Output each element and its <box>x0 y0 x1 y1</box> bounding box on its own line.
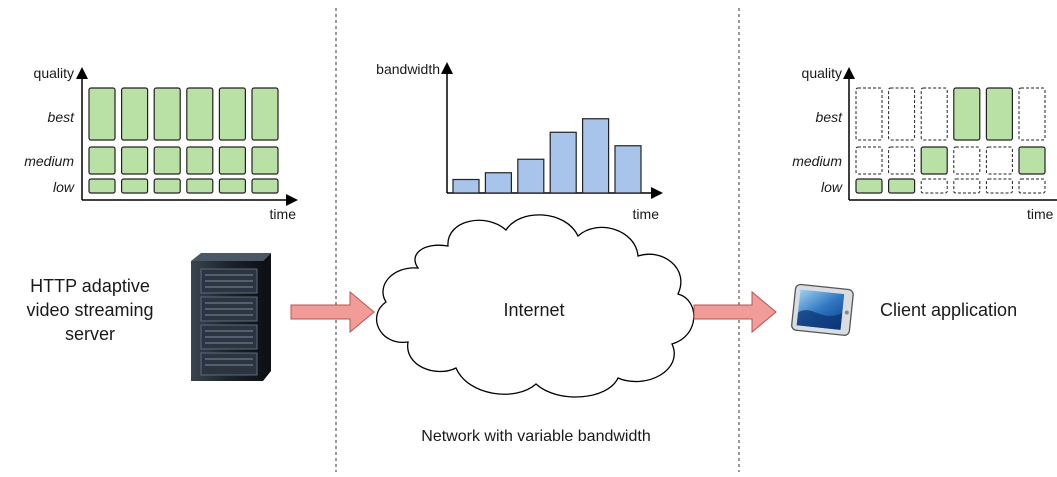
server-segment-4-medium <box>186 146 214 175</box>
client-segment-3-best-unused <box>920 87 948 141</box>
bandwidth-bar-2 <box>484 172 512 194</box>
server-rack-icon <box>191 253 271 381</box>
server-level-label-medium: medium <box>24 153 74 169</box>
network-bars <box>452 118 642 194</box>
client-segment-1-best-unused <box>855 87 883 141</box>
tablet-icon <box>791 283 854 336</box>
server-bars <box>88 87 279 194</box>
client-segment-2-best-unused <box>888 87 916 141</box>
server-segment-2-low <box>120 178 149 194</box>
client-segment-1-medium-unused <box>855 146 883 175</box>
server-segment-4-low <box>186 178 214 194</box>
internet-label: Internet <box>503 300 564 320</box>
bandwidth-bar-1 <box>452 178 480 194</box>
network-bandwidth-chart: bandwidth time <box>376 61 663 222</box>
server-quality-chart: quality time best medium low <box>24 65 298 222</box>
server-segment-1-best <box>88 87 116 141</box>
server-segment-6-low <box>251 178 279 194</box>
client-segment-5-medium-unused <box>985 146 1013 175</box>
server-segment-1-medium <box>88 146 116 175</box>
server-segment-4-best <box>186 87 214 141</box>
client-segment-4-medium-unused <box>953 146 981 175</box>
client-segment-2-low-selected <box>887 178 916 194</box>
server-segment-5-low <box>218 178 246 194</box>
arrow-network-to-client <box>693 290 777 334</box>
bandwidth-bar-6 <box>614 145 642 194</box>
client-segment-2-medium-unused <box>888 146 916 175</box>
bandwidth-bar-3 <box>517 158 545 194</box>
client-segment-5-low-unused <box>985 178 1013 194</box>
bandwidth-bar-4 <box>549 131 577 194</box>
client-segment-4-low-unused <box>953 178 981 194</box>
server-segment-3-low <box>153 178 181 194</box>
bandwidth-bar-5 <box>581 118 610 194</box>
network-caption: Network with variable bandwidth <box>421 428 650 445</box>
server-segment-6-best <box>251 87 279 141</box>
client-segment-3-medium-selected <box>920 146 948 175</box>
server-level-label-best: best <box>48 109 76 125</box>
server-segment-1-low <box>88 178 116 194</box>
server-x-axis-label: time <box>270 206 297 222</box>
client-segment-6-low-unused <box>1018 178 1046 194</box>
network-y-axis-label: bandwidth <box>376 61 440 77</box>
server-segment-6-medium <box>251 146 279 175</box>
client-segment-6-medium-selected <box>1018 146 1046 175</box>
client-level-label-best: best <box>816 109 844 125</box>
server-segment-2-best <box>120 87 149 141</box>
client-y-axis-label: quality <box>802 65 842 81</box>
server-segment-5-medium <box>218 146 246 175</box>
client-level-label-medium: medium <box>792 153 842 169</box>
client-bars <box>855 87 1046 194</box>
server-segment-2-medium <box>120 146 149 175</box>
client-segment-1-low-selected <box>855 178 883 194</box>
server-segment-5-best <box>218 87 246 141</box>
cloud-shape <box>375 214 695 398</box>
client-x-axis-label: time <box>1027 206 1054 222</box>
server-y-axis-label: quality <box>34 65 74 81</box>
client-segment-4-best-selected <box>953 87 981 141</box>
server-caption-line-2: video streaming <box>26 300 153 320</box>
client-segment-6-best-unused <box>1018 87 1046 141</box>
server-segment-3-medium <box>153 146 181 175</box>
server-caption-line-3: server <box>65 324 115 344</box>
client-quality-chart: quality time best medium low <box>792 65 1057 222</box>
server-caption-line-1: HTTP adaptive <box>30 276 150 296</box>
client-level-label-low: low <box>821 179 843 195</box>
client-segment-3-low-unused <box>920 178 948 194</box>
arrow-server-to-network <box>290 290 375 334</box>
server-level-label-low: low <box>53 179 75 195</box>
server-segment-3-best <box>153 87 181 141</box>
network-x-axis-label: time <box>633 206 660 222</box>
internet-cloud: Internet <box>375 214 695 398</box>
client-caption: Client application <box>880 300 1017 320</box>
client-segment-5-best-selected <box>985 87 1014 141</box>
